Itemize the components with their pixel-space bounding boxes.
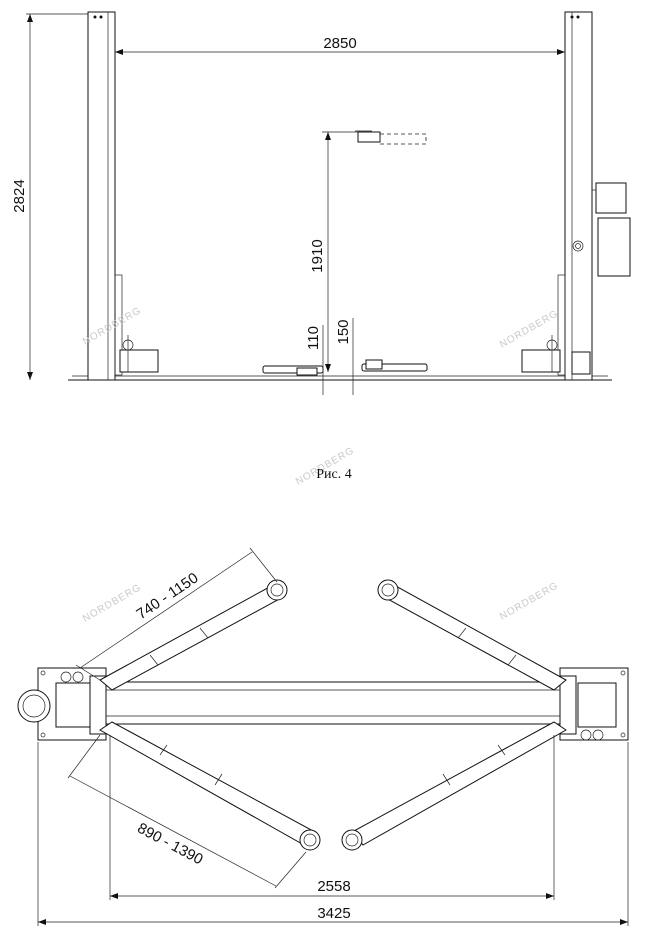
front-view: 2850 2824 1910 110 150 NORDBERG NORDBERG… <box>11 11 631 488</box>
right-carriage <box>521 349 561 373</box>
pad-left-lower <box>299 829 321 851</box>
oil-tank <box>597 217 631 277</box>
arm-raised-dashed <box>379 133 427 145</box>
pad-right-upper <box>377 579 399 601</box>
arm-right-lower <box>341 721 567 851</box>
pad-left-upper <box>266 579 288 601</box>
figure-caption: Рис. 4 <box>316 467 352 482</box>
dim-width: 2850 <box>323 35 356 52</box>
dim-height: 2824 <box>11 179 28 212</box>
right-column <box>564 11 593 381</box>
dim-inner: 2558 <box>317 878 350 895</box>
arm-left-lower <box>99 721 321 851</box>
top-view: 740 - 1150 890 - 1390 2558 3425 NORDBERG… <box>17 547 629 926</box>
watermark-2: NORDBERG <box>498 308 560 350</box>
dim-long-arm: 890 - 1390 <box>134 820 205 869</box>
arm-right-upper <box>377 579 567 691</box>
pad-right-lower <box>341 829 363 851</box>
dim-outer: 3425 <box>317 905 350 922</box>
dim-low-150: 150 <box>335 319 352 344</box>
arm-left-upper <box>99 579 288 691</box>
floor-cover <box>105 681 561 725</box>
watermark-5: NORDBERG <box>498 580 560 622</box>
dim-low-110: 110 <box>305 326 322 350</box>
dim-short-arm: 740 - 1150 <box>133 569 201 623</box>
left-column <box>87 11 116 381</box>
left-carriage <box>119 349 159 373</box>
pad-raised <box>357 131 381 143</box>
watermark-4: NORDBERG <box>81 582 143 624</box>
control-button <box>572 240 584 252</box>
motor <box>595 182 627 214</box>
dim-lift: 1910 <box>309 239 326 272</box>
